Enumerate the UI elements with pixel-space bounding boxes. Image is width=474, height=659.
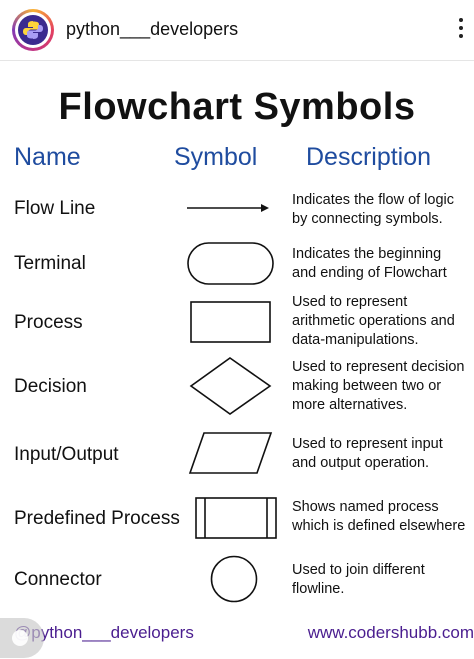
- row-description-input-output: Used to represent input and output opera…: [292, 436, 443, 471]
- floating-action-button[interactable]: [0, 618, 44, 658]
- row-description-decision: Used to represent decision making betwee…: [292, 359, 465, 413]
- column-header-description: Description: [306, 143, 432, 171]
- row-description-flow-line: Indicates the flow of logic by connectin…: [292, 192, 455, 227]
- predefined-process-icon: [195, 497, 277, 539]
- connector-circle-icon: [210, 555, 258, 603]
- row-name-flow-line: Flow Line: [14, 198, 96, 219]
- post-header: python___developers: [0, 0, 474, 60]
- header-divider: [0, 60, 474, 61]
- row-name-predefined-process: Predefined Process: [14, 508, 180, 529]
- row-name-terminal: Terminal: [14, 253, 86, 274]
- row-description-terminal: Indicates the beginning and ending of Fl…: [292, 246, 447, 281]
- python-logo-icon: [18, 15, 48, 45]
- footer-website: www.codershubb.com: [307, 623, 474, 642]
- fab-dot-icon: [12, 630, 28, 646]
- avatar-frame: [15, 12, 51, 48]
- row-name-decision: Decision: [14, 376, 87, 397]
- row-name-connector: Connector: [14, 569, 102, 590]
- account-name[interactable]: python___developers: [66, 19, 239, 39]
- decision-diamond-icon: [189, 357, 272, 415]
- row-name-process: Process: [14, 312, 83, 333]
- row-description-connector: Used to join different flowline.: [292, 562, 425, 597]
- column-header-name: Name: [14, 143, 81, 171]
- row-name-input-output: Input/Output: [14, 444, 119, 465]
- row-description-process: Used to represent arithmetic operations …: [292, 294, 455, 348]
- flow-line-arrow-icon: [187, 204, 269, 212]
- row-description-predefined-process: Shows named process which is defined els…: [292, 499, 466, 534]
- terminal-rounded-rectangle-icon: [187, 242, 274, 285]
- page-title: Flowchart Symbols: [58, 86, 416, 128]
- column-header-symbol: Symbol: [174, 143, 258, 171]
- footer-handle: @python___developers: [14, 623, 194, 642]
- process-rectangle-icon: [190, 301, 271, 343]
- input-output-parallelogram-icon: [188, 432, 273, 474]
- avatar[interactable]: [12, 9, 54, 51]
- more-options-icon[interactable]: [456, 16, 466, 42]
